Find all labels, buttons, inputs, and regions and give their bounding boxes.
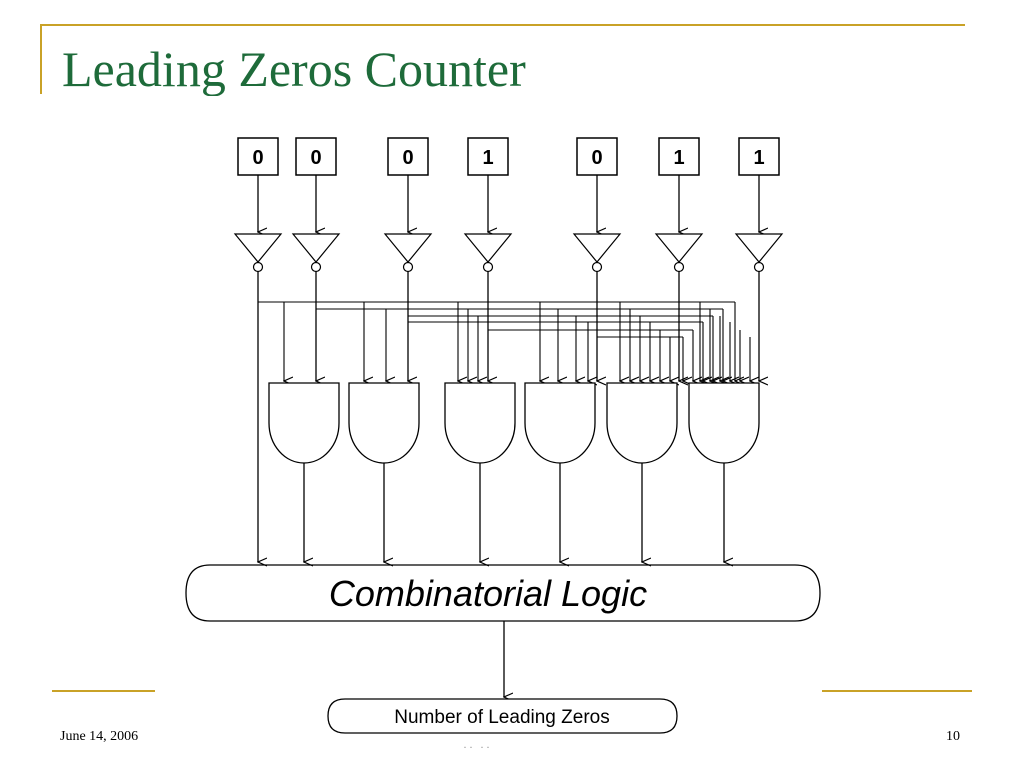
bit-value-3: 1 <box>482 147 493 169</box>
top-rule <box>40 24 965 26</box>
combinatorial-logic-block <box>185 564 821 622</box>
bit-value-0: 0 <box>252 147 263 169</box>
bit-box-6 <box>738 137 780 176</box>
inverters <box>233 233 784 273</box>
and-gate-1 <box>348 382 420 464</box>
input-bits: 0 0 0 1 0 1 1 <box>237 137 780 176</box>
inverter-4 <box>572 233 622 263</box>
inverter-bubble-5 <box>673 261 685 273</box>
inverter-bubble-6 <box>753 261 765 273</box>
inverter-bubble-2 <box>402 261 414 273</box>
bit-value-5: 1 <box>673 147 684 169</box>
inverter-2 <box>383 233 433 263</box>
bit-value-4: 0 <box>591 147 602 169</box>
footer-center-text: —— ·· ·· —— <box>430 740 525 748</box>
bit-box-4 <box>576 137 618 176</box>
inverter-bubble-4 <box>591 261 603 273</box>
left-rule <box>40 24 42 94</box>
inverter-0 <box>233 233 283 263</box>
gate-output-lines <box>304 463 724 562</box>
bit-box-0 <box>237 137 279 176</box>
slide-title: Leading Zeros Counter <box>62 44 526 96</box>
footer-date: June 14, 2006 <box>60 729 139 744</box>
inverter-5 <box>654 233 704 263</box>
and-gate-5 <box>688 382 760 464</box>
bit-box-1 <box>295 137 337 176</box>
inverter-3 <box>463 233 513 263</box>
result-block <box>327 698 678 734</box>
inverter-bubble-3 <box>482 261 494 273</box>
result-label: Number of Leading Zeros <box>394 707 609 728</box>
footer-rule-left <box>52 690 155 692</box>
input-lines <box>258 175 759 232</box>
bit-value-6: 1 <box>753 147 764 169</box>
and-gates <box>268 382 760 464</box>
and-gate-4 <box>606 382 678 464</box>
and-gate-0 <box>268 382 340 464</box>
combinatorial-logic-label: Combinatorial Logic <box>329 573 647 614</box>
inverter-bubble-1 <box>310 261 322 273</box>
page-number: 10 <box>946 729 960 744</box>
bit-box-3 <box>467 137 509 176</box>
bus-lines <box>258 271 759 562</box>
footer-rule-right <box>822 690 972 692</box>
and-gate-3 <box>524 382 596 464</box>
and-gate-2 <box>444 382 516 464</box>
inverter-6 <box>734 233 784 263</box>
bit-value-1: 0 <box>310 147 321 169</box>
bit-value-2: 0 <box>402 147 413 169</box>
inverter-bubble-0 <box>252 261 264 273</box>
inverter-1 <box>291 233 341 263</box>
